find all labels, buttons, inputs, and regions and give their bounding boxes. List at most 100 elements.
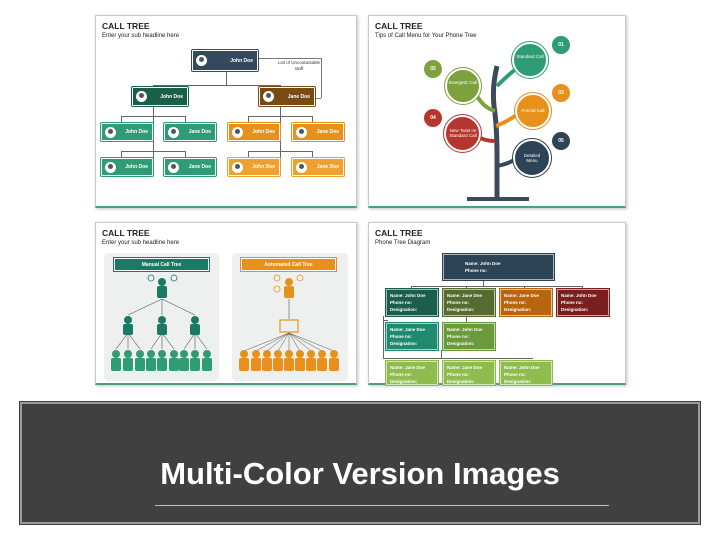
level2-node[interactable]: John Doe (227, 122, 281, 142)
level1-node-left[interactable]: John Doe (131, 86, 189, 107)
level2-node[interactable]: Jane Doe (163, 122, 217, 142)
contact-phone: Phone no: (447, 334, 469, 339)
contact-name: Name: Jane Doe (390, 365, 426, 370)
node-label: Jane Doe (287, 93, 310, 100)
contact-designation: Designation: (504, 379, 532, 384)
slide-phone-tree-diagram[interactable]: CALL TREE Phone Tree Diagram Name: John … (368, 222, 626, 386)
root-node[interactable]: John Doe (191, 49, 259, 72)
level3-node[interactable]: John Doe (227, 157, 281, 177)
avatar-icon (296, 126, 307, 138)
contact-phone: Phone no: (390, 372, 412, 377)
level3-node[interactable]: John Doe (100, 157, 154, 177)
contact-phone: Phone no: (561, 300, 583, 305)
level3-node[interactable]: Jane Doe (291, 157, 345, 177)
connector (312, 151, 313, 158)
contact-phone: Phone no: (390, 334, 412, 339)
contact-name: Name: Jane Doe (390, 327, 426, 332)
contact-phone: Phone no: (504, 300, 526, 305)
phone-root-box[interactable]: Name: John Doe Phone no: (442, 253, 555, 281)
leaf-label: Formal Call (521, 108, 545, 113)
tree-trunk (490, 65, 500, 199)
manual-tree-figure (111, 274, 212, 371)
contact-phone: Phone no: (390, 300, 412, 305)
connector (466, 286, 467, 289)
contact-designation: Designation: (447, 341, 475, 346)
connector (441, 350, 442, 358)
connector (248, 116, 312, 117)
level3-node[interactable]: Jane Doe (163, 157, 217, 177)
contact-name: Name: Jane Doe (447, 293, 483, 298)
contact-phone: Phone no: (465, 268, 487, 273)
computer-icon (279, 319, 299, 333)
leaf-detailed-menu[interactable] (512, 138, 552, 178)
connector (248, 151, 249, 158)
contact-designation: Designation: (390, 341, 418, 346)
slide-subtitle: Enter your sub headline here (102, 33, 180, 39)
connector (466, 316, 467, 323)
connector (248, 151, 312, 152)
avatar-icon (168, 161, 179, 173)
node-label: Jane Doe (188, 129, 211, 135)
connector (121, 151, 185, 152)
contact-phone: Phone no: (504, 372, 526, 377)
level2-node[interactable]: John Doe (100, 122, 154, 142)
leaf-new-twist[interactable] (443, 114, 482, 153)
contact-name: Name: John Doe (465, 261, 501, 266)
avatar-icon (105, 161, 116, 173)
node-label: John Doe (160, 93, 183, 100)
contact-name: Name: Jane Doe (504, 293, 540, 298)
level1-node-right[interactable]: Jane Doe (258, 86, 316, 107)
contact-designation: Designation: (390, 307, 418, 312)
contact-name: Name: John Doe (561, 293, 597, 298)
connector (121, 116, 122, 123)
leaf-formal-call[interactable] (514, 92, 552, 130)
connector (383, 358, 533, 359)
leaf-label: Detailed Menu (523, 153, 541, 163)
contact-name: Name: John Doe (390, 293, 426, 298)
slide-subtitle: Enter your sub headline here (102, 240, 180, 246)
slide-title: CALL TREE (102, 228, 150, 238)
slide-call-menu-tree[interactable]: CALL TREE Tips of Call Menu for Your Pho… (368, 15, 626, 208)
connector (153, 85, 280, 86)
slide-title: CALL TREE (375, 21, 423, 31)
leaf-label: New Twist on Standard Call (449, 128, 477, 138)
contact-name: Name: Jane Doe (447, 365, 483, 370)
node-label: John Doe (230, 57, 253, 64)
level2-node[interactable]: Jane Doe (291, 122, 345, 142)
leaf-energetic-call[interactable] (444, 67, 482, 105)
node-label: Jane Doe (316, 164, 339, 170)
slide-subtitle: Tips of Call Menu for Your Phone Tree (375, 33, 477, 39)
leaf-label: Energetic Call (449, 80, 478, 85)
contact-phone: Phone no: (447, 300, 469, 305)
banner-title: Multi-Color Version Images (160, 456, 560, 491)
banner-divider (155, 505, 609, 506)
connector (582, 286, 583, 289)
contact-designation: Designation: (561, 307, 589, 312)
node-label: John Doe (125, 164, 148, 170)
node-label: John Doe (252, 129, 275, 135)
tree-graphic (467, 65, 529, 201)
banner: Multi-Color Version Images (19, 401, 701, 525)
slide-call-tree-org[interactable]: CALL TREE Enter your sub headline here J… (95, 15, 357, 208)
avatar-icon (196, 55, 207, 66)
connector (524, 286, 525, 289)
slide-title: CALL TREE (375, 228, 423, 238)
leaf-number-badge: 02 (424, 60, 442, 78)
leaf-standard-call[interactable] (511, 41, 549, 79)
contact-designation: Designation: (447, 307, 475, 312)
avatar-icon (136, 91, 147, 102)
avatar-icon (105, 126, 116, 138)
slide-title: CALL TREE (102, 21, 150, 31)
connector (321, 58, 322, 98)
automated-tree-figure (239, 274, 339, 371)
slide-manual-vs-automated[interactable]: CALL TREE Enter your sub headline here M… (95, 222, 357, 385)
